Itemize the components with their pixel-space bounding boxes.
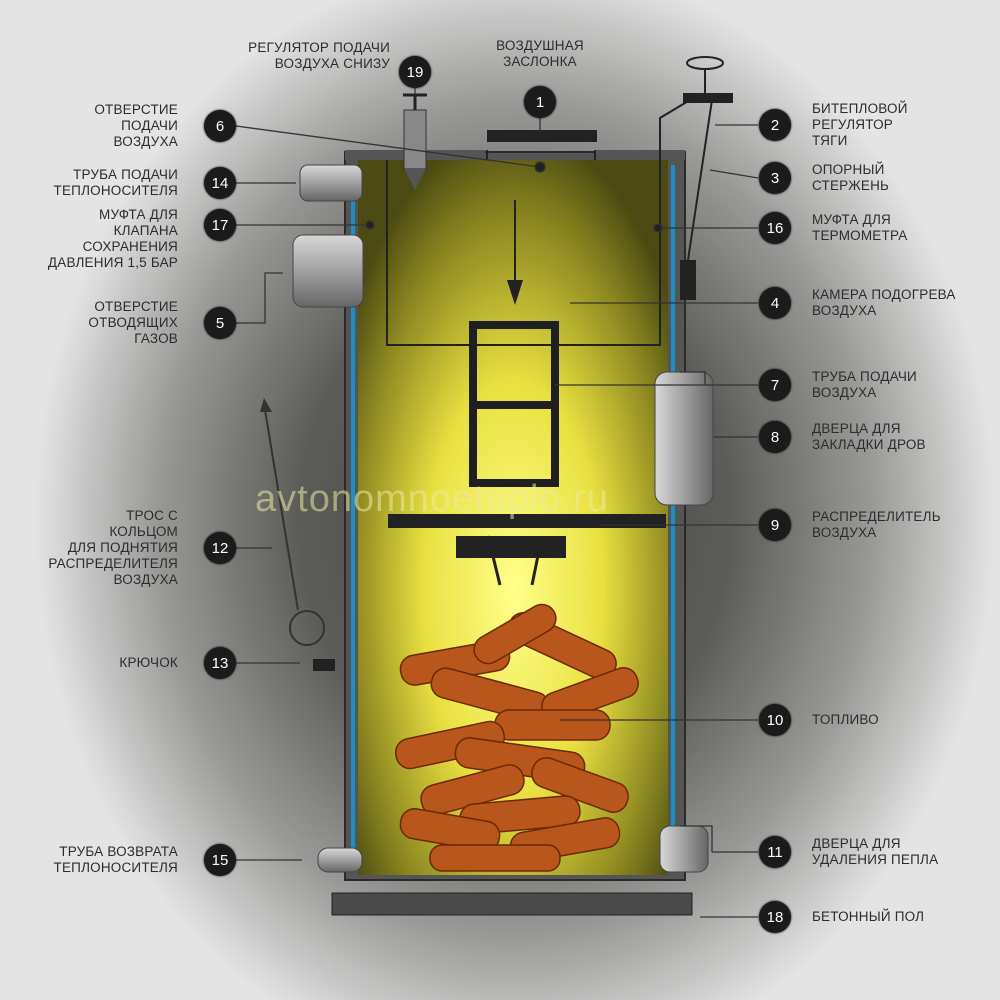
callout-label-18: Бетонный пол — [812, 909, 925, 924]
callout-label-10: Топливо — [812, 712, 879, 727]
callout-badge-12: 12 — [204, 532, 236, 564]
callout-badge-3: 3 — [759, 162, 791, 194]
callout-label-4: Камера подогревавоздуха — [812, 287, 956, 318]
callout-label-17: Муфта дляклапанасохранениядавления 1,5 б… — [47, 207, 178, 270]
flue-outlet — [292, 234, 364, 308]
callout-label-15: Труба возврататеплоносителя — [53, 844, 178, 875]
callout-badge-17: 17 — [204, 209, 236, 241]
callout-badge-1: 1 — [524, 86, 556, 118]
firewood — [394, 603, 639, 872]
callout-label-8: Дверца длязакладки дров — [812, 421, 926, 452]
concrete-floor — [331, 892, 693, 916]
callout-label-2: Битепловойрегулятортяги — [812, 101, 908, 148]
callout-label-6: Отверстиеподачивоздуха — [94, 102, 178, 149]
hook — [313, 659, 335, 671]
callout-badge-16: 16 — [759, 212, 791, 244]
watermark: avtonomnoeteplo.ru — [255, 478, 609, 520]
callout-badge-9: 9 — [759, 509, 791, 541]
callout-label-19: Регулятор подачивоздуха снизу — [248, 40, 390, 71]
callout-badge-10: 10 — [759, 704, 791, 736]
callout-label-1: Воздушнаязаслонка — [496, 38, 584, 69]
wood-door — [654, 371, 714, 506]
callout-badge-19: 19 — [399, 56, 431, 88]
callout-label-16: Муфта длятермометра — [812, 212, 908, 243]
return-pipe — [317, 847, 363, 873]
callout-badge-11: 11 — [759, 836, 791, 868]
callout-label-9: Распределительвоздуха — [812, 509, 941, 540]
callout-label-13: Крючок — [119, 655, 178, 670]
air-damper — [487, 130, 597, 142]
callout-badge-13: 13 — [204, 647, 236, 679]
callout-badge-6: 6 — [204, 110, 236, 142]
callout-badge-14: 14 — [204, 167, 236, 199]
callout-badge-2: 2 — [759, 109, 791, 141]
air-preheat-chamber — [386, 160, 661, 346]
callout-badge-15: 15 — [204, 844, 236, 876]
callout-label-5: Отверстиеотводящихгазов — [88, 299, 178, 346]
callout-label-11: Дверца дляудаления пепла — [812, 836, 939, 867]
callout-label-7: Труба подачивоздуха — [812, 369, 917, 400]
callout-label-12: Трос скольцомдля поднятияраспределителяв… — [48, 508, 178, 587]
callout-badge-18: 18 — [759, 901, 791, 933]
callout-badge-8: 8 — [759, 421, 791, 453]
callout-badge-5: 5 — [204, 307, 236, 339]
ash-door — [659, 825, 709, 873]
callout-label-14: Труба подачитеплоносителя — [53, 167, 178, 198]
air-distributor — [388, 514, 666, 528]
callout-badge-7: 7 — [759, 369, 791, 401]
callout-badge-4: 4 — [759, 287, 791, 319]
supply-pipe — [299, 164, 363, 202]
callout-label-3: Опорныйстержень — [812, 162, 890, 193]
